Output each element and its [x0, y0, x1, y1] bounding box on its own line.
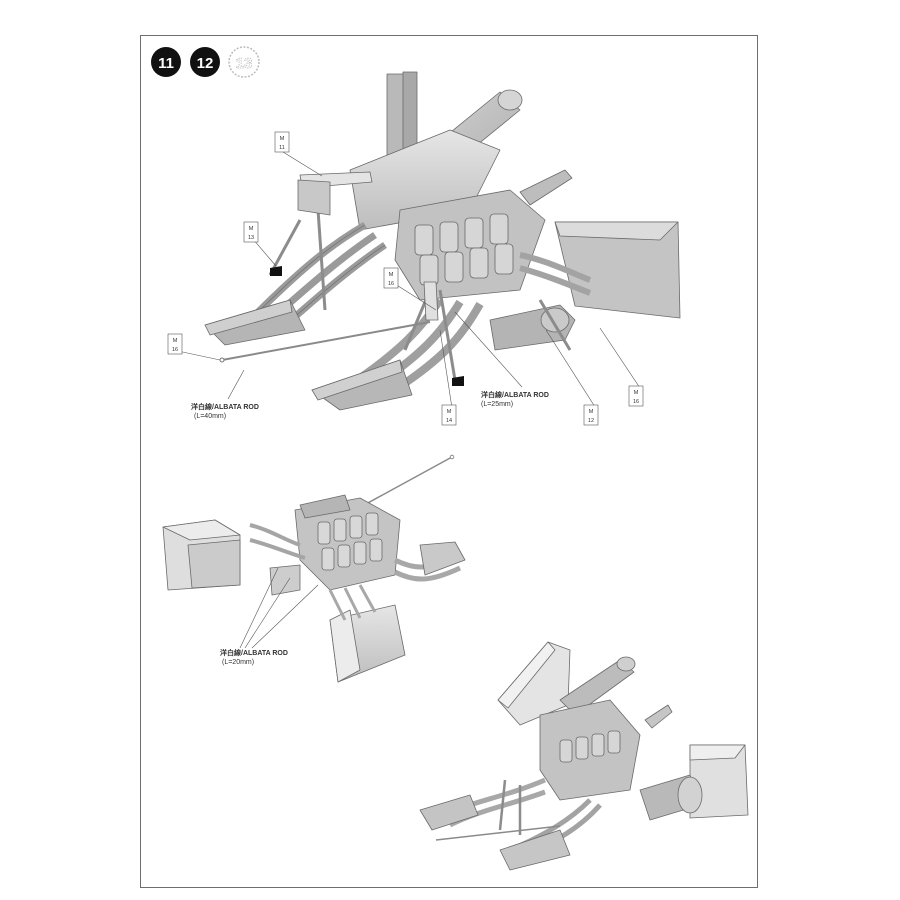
svg-text:14: 14 [446, 418, 452, 424]
step-badge-13 [228, 46, 260, 78]
rod-label-20-line2: (L=20mm) [222, 659, 254, 666]
svg-text:13: 13 [248, 235, 254, 241]
svg-text:11: 11 [279, 145, 285, 151]
leader-lines-top [177, 151, 641, 411]
engine-assembly-top [204, 71, 681, 411]
rod-label-25-line1: 洋白線/ALBATA ROD [481, 390, 549, 399]
callout-m11: M 11 [274, 131, 290, 153]
step-badge-11 [151, 47, 181, 77]
callout-m16-middle: M 16 [383, 267, 399, 289]
svg-text:16: 16 [388, 281, 394, 287]
callout-m16-left: M 16 [167, 333, 183, 355]
leader-lines-middle [239, 567, 319, 649]
rod-label-40: 洋白線/ALBATA ROD (L=40mm) [191, 402, 259, 420]
callouts-top: M 11 M 13 M 16 M 16 M 16 M 14 [167, 131, 644, 426]
svg-text:M: M [280, 136, 285, 142]
engine-assembly-middle [162, 454, 466, 683]
svg-text:M: M [634, 390, 639, 396]
callout-m13: M 13 [243, 221, 259, 243]
step-badges: 11 12 13 [151, 46, 260, 78]
rod-label-20-line1: 洋白線/ALBATA ROD [220, 648, 288, 657]
step-number-11: 11 [158, 55, 174, 72]
rod-label-20: 洋白線/ALBATA ROD (L=20mm) [220, 648, 288, 666]
albata-rod-40-part [219, 321, 431, 363]
rod-label-25-line2: (L=25mm) [481, 401, 513, 408]
albata-rod-bottom-part [435, 825, 561, 841]
svg-text:16: 16 [633, 399, 639, 405]
engine-assembly-bottom [419, 641, 749, 871]
callout-m16-right: M 16 [628, 385, 644, 407]
svg-text:M: M [447, 409, 452, 415]
svg-text:M: M [389, 272, 394, 278]
svg-text:12: 12 [588, 418, 594, 424]
callout-m14: M 14 [441, 404, 457, 426]
callout-m12: M 12 [583, 404, 599, 426]
svg-text:M: M [249, 226, 254, 232]
rod-label-40-line1: 洋白線/ALBATA ROD [191, 402, 259, 411]
svg-text:16: 16 [172, 347, 178, 353]
step-number-13: 13 [236, 55, 253, 72]
rod-label-25: 洋白線/ALBATA ROD (L=25mm) [481, 390, 549, 408]
step-badge-12 [190, 47, 220, 77]
svg-text:M: M [589, 409, 594, 415]
step-number-12: 12 [197, 55, 214, 72]
rod-label-40-line2: (L=40mm) [194, 413, 226, 420]
svg-text:M: M [173, 338, 178, 344]
